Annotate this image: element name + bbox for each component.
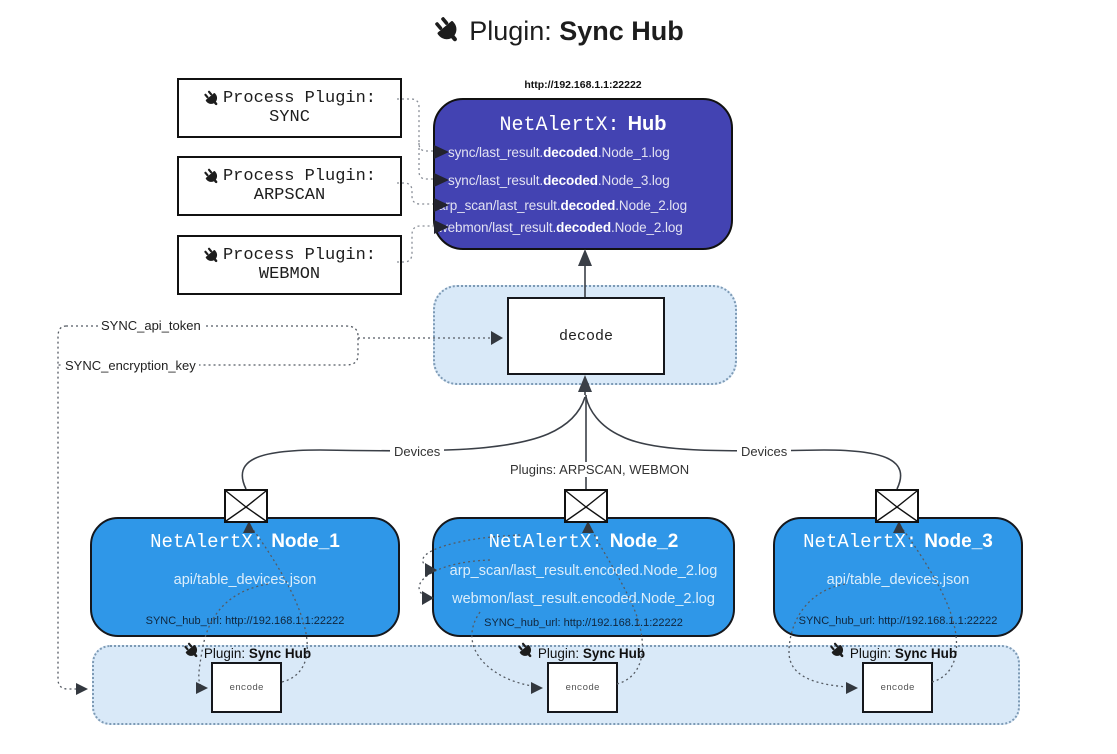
hub-title: NetAlertX:Hub	[499, 113, 667, 137]
encoder-plugin-label: Plugin: Sync Hub	[177, 642, 317, 661]
process-plugin-label: Process Plugin:	[222, 167, 377, 186]
plug-icon	[517, 642, 535, 660]
process-plugin-label: Process Plugin:	[222, 246, 377, 265]
node-file: webmon/last_result.encoded.Node_2.log	[452, 591, 715, 607]
envelope-icon	[564, 489, 608, 523]
title-name: Sync Hub	[559, 16, 684, 46]
hub-log-line: webmon/last_result.decoded.Node_2.log	[438, 220, 683, 235]
envelope-icon	[224, 489, 268, 523]
plug-icon	[203, 90, 221, 108]
process-plugin-name: WEBMON	[258, 265, 321, 284]
title-prefix: Plugin:	[469, 16, 552, 46]
node-title: NetAlertX:Node_2	[488, 531, 679, 553]
encoder-plugin-label: Plugin: Sync Hub	[511, 642, 651, 661]
plug-icon	[203, 247, 221, 265]
encode-box: encode	[547, 662, 618, 713]
process-plugin-arpscan-box: Process Plugin: ARPSCAN	[177, 156, 402, 216]
node-file: api/table_devices.json	[173, 572, 317, 588]
devices-edge-label-right: Devices	[737, 444, 792, 459]
process-plugin-sync-box: Process Plugin: SYNC	[177, 78, 402, 138]
hub-log-line: sync/last_result.decoded.Node_3.log	[448, 173, 670, 188]
node-2-box: NetAlertX:Node_2 arp_scan/last_result.en…	[432, 517, 735, 637]
plug-icon	[829, 642, 847, 660]
node-file: arp_scan/last_result.encoded.Node_2.log	[449, 563, 718, 579]
node-title: NetAlertX:Node_1	[150, 531, 340, 553]
devices-edge-label-left: Devices	[390, 444, 445, 459]
process-plugin-label: Process Plugin:	[222, 89, 377, 108]
encode-box: encode	[211, 662, 282, 713]
plug-icon	[433, 16, 463, 46]
plug-icon	[183, 642, 201, 660]
node-title: NetAlertX:Node_3	[803, 531, 993, 553]
node-3-box: NetAlertX:Node_3 api/table_devices.json …	[773, 517, 1023, 637]
plug-icon	[203, 168, 221, 186]
node-file: api/table_devices.json	[826, 572, 970, 588]
sync-encryption-key-label: SYNC_encryption_key	[62, 358, 199, 373]
decode-box: decode	[507, 297, 665, 375]
hub-log-line: arp_scan/last_result.decoded.Node_2.log	[438, 198, 687, 213]
hub-url-label: http://192.168.1.1:22222	[524, 79, 642, 91]
hub-box: NetAlertX:Hub sync/last_result.decoded.N…	[433, 98, 733, 250]
node-1-box: NetAlertX:Node_1 api/table_devices.json …	[90, 517, 400, 637]
page-title: Plugin: Sync Hub	[0, 16, 1117, 47]
plugins-edge-label: Plugins: ARPSCAN, WEBMON	[506, 462, 694, 477]
process-plugin-name: ARPSCAN	[253, 186, 326, 205]
node-hub-url: SYNC_hub_url: http://192.168.1.1:22222	[484, 617, 683, 629]
envelope-icon	[875, 489, 919, 523]
encode-box: encode	[862, 662, 933, 713]
node-hub-url: SYNC_hub_url: http://192.168.1.1:22222	[145, 615, 345, 627]
encoder-plugin-label: Plugin: Sync Hub	[823, 642, 963, 661]
sync-api-token-label: SYNC_api_token	[98, 318, 204, 333]
node-hub-url: SYNC_hub_url: http://192.168.1.1:22222	[798, 615, 998, 627]
process-plugin-webmon-box: Process Plugin: WEBMON	[177, 235, 402, 295]
process-plugin-name: SYNC	[269, 108, 310, 127]
hub-log-line: sync/last_result.decoded.Node_1.log	[448, 145, 670, 160]
